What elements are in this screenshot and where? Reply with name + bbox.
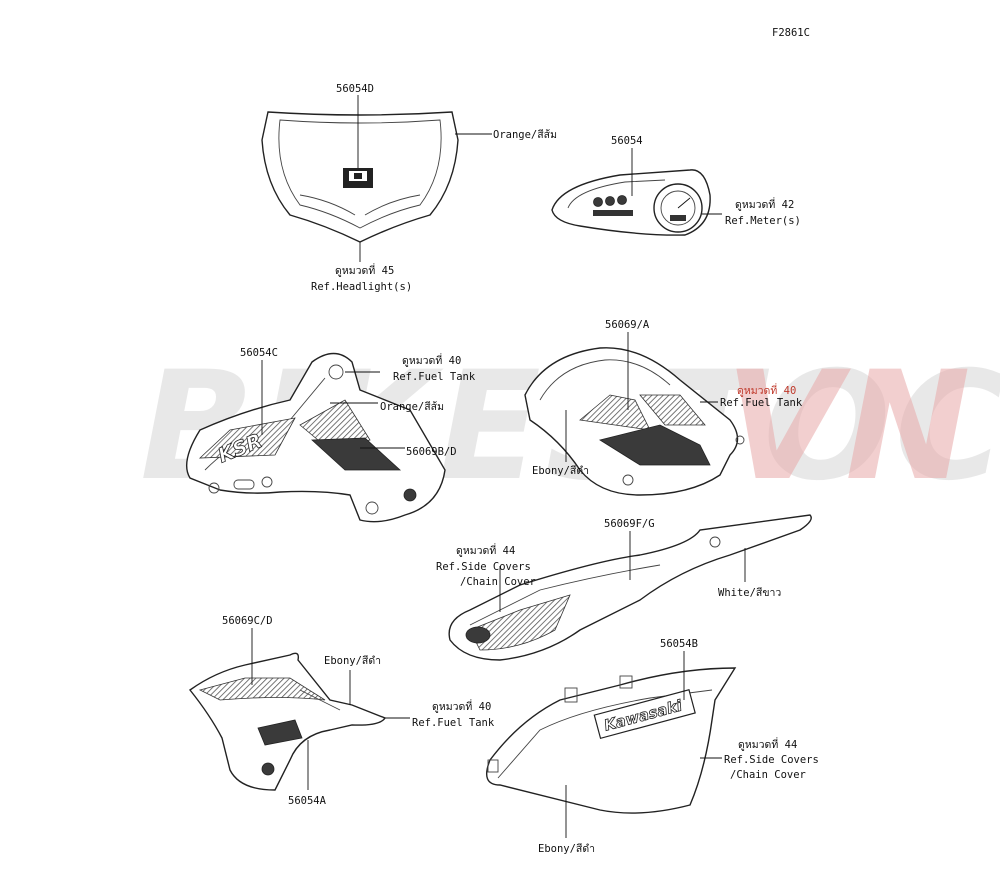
label-tank-cover-color: Ebony/สีดำ — [532, 464, 589, 477]
label-56069B-D: 56069B/D — [406, 446, 457, 458]
label-front-shroud-ref-en: Ref.Fuel Tank — [412, 717, 495, 729]
label-side-cover-color: White/สีขาว — [718, 586, 781, 599]
label-lower-cover-ref-en-1: Ref.Side Covers — [724, 754, 819, 766]
label-56054: 56054 — [611, 135, 643, 147]
label-56069-A: 56069/A — [605, 319, 650, 331]
label-meter-ref-th: ดูหมวดที่ 42 — [735, 197, 794, 211]
label-56054B: 56054B — [660, 638, 698, 650]
label-lower-cover-color: Ebony/สีดำ — [538, 842, 595, 855]
label-56054C: 56054C — [240, 347, 278, 359]
label-windshield-ref-th: ดูหมวดที่ 45 — [335, 263, 394, 277]
label-lower-cover-ref-en-2: /Chain Cover — [730, 769, 806, 781]
meter-part — [551, 169, 711, 236]
label-side-cover-ref-en-1: Ref.Side Covers — [436, 561, 531, 573]
front-shroud-part — [188, 652, 387, 791]
label-meter-ref-en: Ref.Meter(s) — [725, 215, 801, 227]
label-left-shroud-ref-th: ดูหมวดที่ 40 — [402, 353, 461, 367]
label-56054A: 56054A — [288, 795, 327, 807]
label-front-shroud-ref-th: ดูหมวดที่ 40 — [432, 699, 491, 713]
left-shroud-part: KSR — [186, 352, 446, 523]
side-cover-part — [448, 514, 812, 661]
label-side-cover-ref-en-2: /Chain Cover — [460, 576, 536, 588]
windshield-part — [261, 111, 459, 243]
label-56069C-D: 56069C/D — [222, 615, 273, 627]
label-front-shroud-color: Ebony/สีดำ — [324, 654, 381, 667]
label-tank-cover-ref-en: Ref.Fuel Tank — [720, 397, 803, 409]
label-56069F-G: 56069F/G — [604, 518, 655, 530]
lower-cover-part: Kawasaki — [486, 667, 737, 814]
diagram-code: F2861C — [772, 27, 810, 39]
label-tank-cover-ref-th: ดูหมวดที่ 40 — [737, 383, 796, 397]
label-56054D: 56054D — [336, 83, 374, 95]
label-windshield-ref-en: Ref.Headlight(s) — [311, 281, 412, 293]
label-left-shroud-ref-en: Ref.Fuel Tank — [393, 371, 476, 383]
label-windshield-color: Orange/สีส้ม — [493, 128, 557, 141]
windshield-decal-logo — [343, 168, 373, 188]
label-lower-cover-ref-th: ดูหมวดที่ 44 — [738, 737, 797, 751]
watermark-accent: VN — [725, 340, 975, 514]
label-side-cover-ref-th: ดูหมวดที่ 44 — [456, 543, 515, 557]
label-left-shroud-color: Orange/สีส้ม — [380, 400, 444, 413]
tank-cover-part — [524, 347, 745, 496]
